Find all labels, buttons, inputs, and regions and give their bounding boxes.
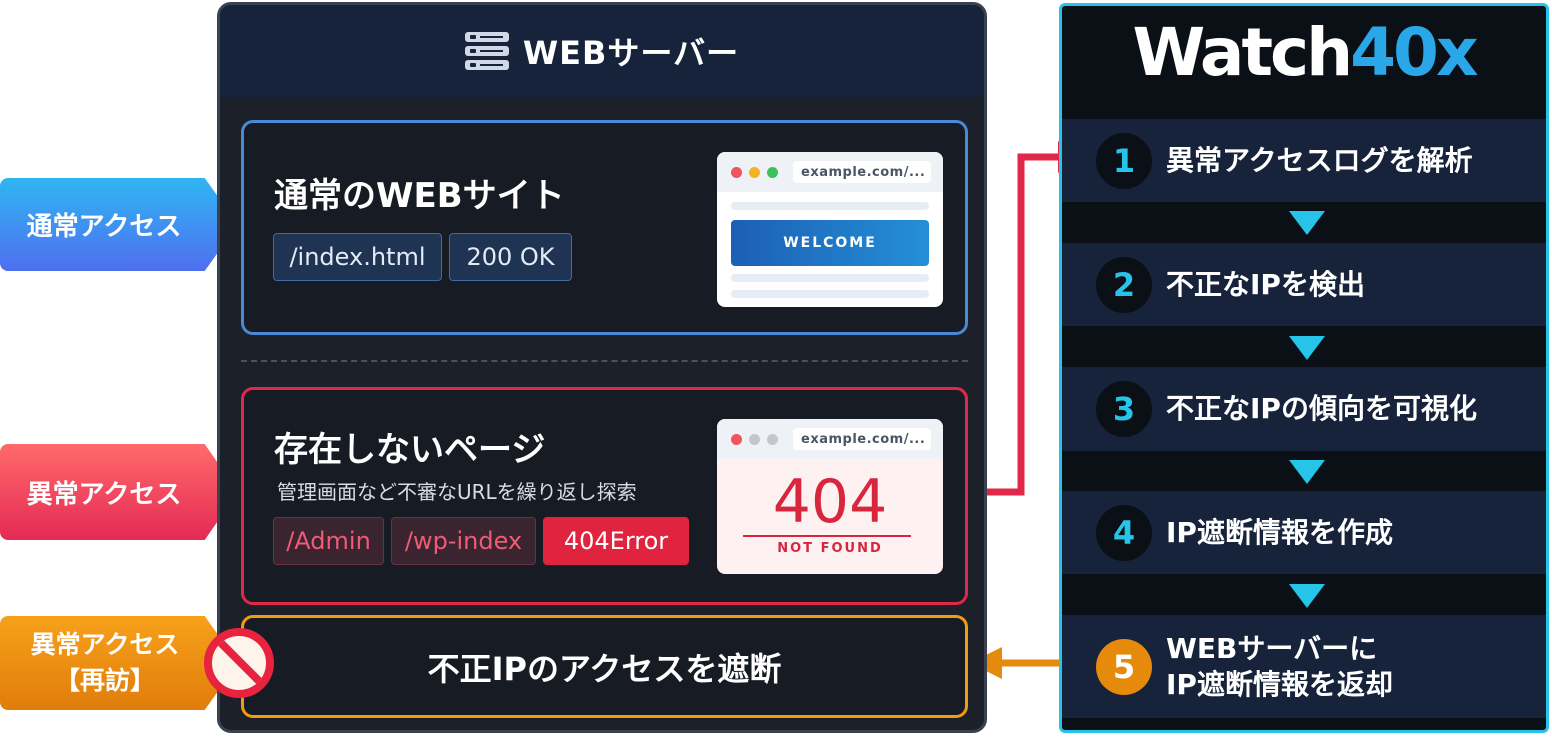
chip-200-ok: 200 OK xyxy=(449,233,572,281)
step-5-text: WEBサーバーに IP遮断情報を返却 xyxy=(1166,631,1393,703)
block-access-message: 不正IPのアクセスを遮断 xyxy=(427,649,782,688)
server-icon xyxy=(464,32,509,70)
web-server-title: WEBサーバー xyxy=(522,34,740,72)
step-4-text: IP遮断情報を作成 xyxy=(1166,515,1393,549)
step-1: 1 異常アクセスログを解析 xyxy=(1062,119,1546,202)
normal-browser-mock: example.com/... WELCOME xyxy=(717,152,943,307)
block-access-card: 不正IPのアクセスを遮断 xyxy=(241,615,968,718)
step-3-number: 3 xyxy=(1096,381,1152,437)
step-arrow-icon xyxy=(1289,211,1325,235)
error-browser-mock: example.com/... 404 NOT FOUND xyxy=(717,419,943,574)
welcome-banner: WELCOME xyxy=(731,220,929,266)
logo-main-text: Watch xyxy=(1132,14,1353,91)
normal-access-tag: 通常アクセス xyxy=(0,178,238,271)
revisit-access-label-1: 異常アクセス xyxy=(30,630,180,659)
step-5: 5 WEBサーバーに IP遮断情報を返却 xyxy=(1062,615,1546,718)
step-4-number: 4 xyxy=(1096,504,1152,561)
web-server-header: WEBサーバー xyxy=(220,5,984,97)
normal-access-label: 通常アクセス xyxy=(26,212,182,242)
step-2: 2 不正なIPを検出 xyxy=(1062,243,1546,326)
step-1-number: 1 xyxy=(1096,132,1152,189)
chip-admin: /Admin xyxy=(273,517,384,565)
step-3: 3 不正なIPの傾向を可視化 xyxy=(1062,367,1546,451)
normal-site-card: 通常のWEBサイト /index.html 200 OK example.com… xyxy=(241,120,968,335)
browser-minimize-dot xyxy=(749,166,760,178)
step-2-number: 2 xyxy=(1096,256,1152,313)
not-found-text: NOT FOUND xyxy=(777,541,883,556)
step-arrow-icon xyxy=(1289,336,1325,360)
step-1-text: 異常アクセスログを解析 xyxy=(1166,143,1473,177)
browser-maximize-dot xyxy=(767,166,778,178)
step-arrow-icon xyxy=(1289,460,1325,484)
error-underline xyxy=(743,535,911,537)
browser-close-dot xyxy=(731,433,742,445)
chip-wp-index: /wp-index xyxy=(391,517,536,565)
browser-close-dot xyxy=(731,166,742,178)
browser-maximize-dot xyxy=(767,433,778,445)
browser-minimize-dot xyxy=(749,433,760,445)
missing-page-subtitle: 管理画面など不審なURLを繰り返し探索 xyxy=(277,480,637,504)
step-5-text-line-1: WEBサーバーに xyxy=(1166,631,1378,665)
placeholder-line xyxy=(731,290,929,298)
step-3-text: 不正なIPの傾向を可視化 xyxy=(1166,392,1477,425)
error-code: 404 xyxy=(772,467,888,537)
revisit-access-tag: 異常アクセス 【再訪】 xyxy=(0,616,238,710)
logo-accent-text: 40x xyxy=(1350,14,1478,91)
chip-404-error: 404Error xyxy=(543,517,689,565)
placeholder-line xyxy=(731,274,929,282)
placeholder-line xyxy=(731,202,929,210)
abnormal-access-tag: 異常アクセス xyxy=(0,444,238,540)
browser-toolbar: example.com/... xyxy=(717,152,943,192)
browser-toolbar: example.com/... xyxy=(717,419,943,459)
step-5-number: 5 xyxy=(1096,638,1152,695)
step-5-text-line-2: IP遮断情報を返却 xyxy=(1166,667,1393,701)
step-2-text: 不正なIPを検出 xyxy=(1166,267,1365,301)
revisit-access-label-2: 【再訪】 xyxy=(54,666,155,695)
chip-index-html: /index.html xyxy=(273,233,442,281)
normal-site-title: 通常のWEBサイト xyxy=(274,176,565,216)
browser-url: example.com/... xyxy=(793,161,931,183)
browser-url: example.com/... xyxy=(793,428,931,450)
prohibited-icon xyxy=(204,628,274,698)
step-arrow-icon xyxy=(1289,584,1325,608)
section-divider xyxy=(241,360,968,362)
web-server-panel: WEBサーバー 通常のWEBサイト /index.html 200 OK exa… xyxy=(217,2,987,733)
missing-page-title: 存在しないページ xyxy=(274,430,546,470)
abnormal-access-label: 異常アクセス xyxy=(26,479,182,510)
step-4: 4 IP遮断情報を作成 xyxy=(1062,491,1546,574)
missing-page-card: 存在しないページ 管理画面など不審なURLを繰り返し探索 /Admin /wp-… xyxy=(241,387,968,605)
